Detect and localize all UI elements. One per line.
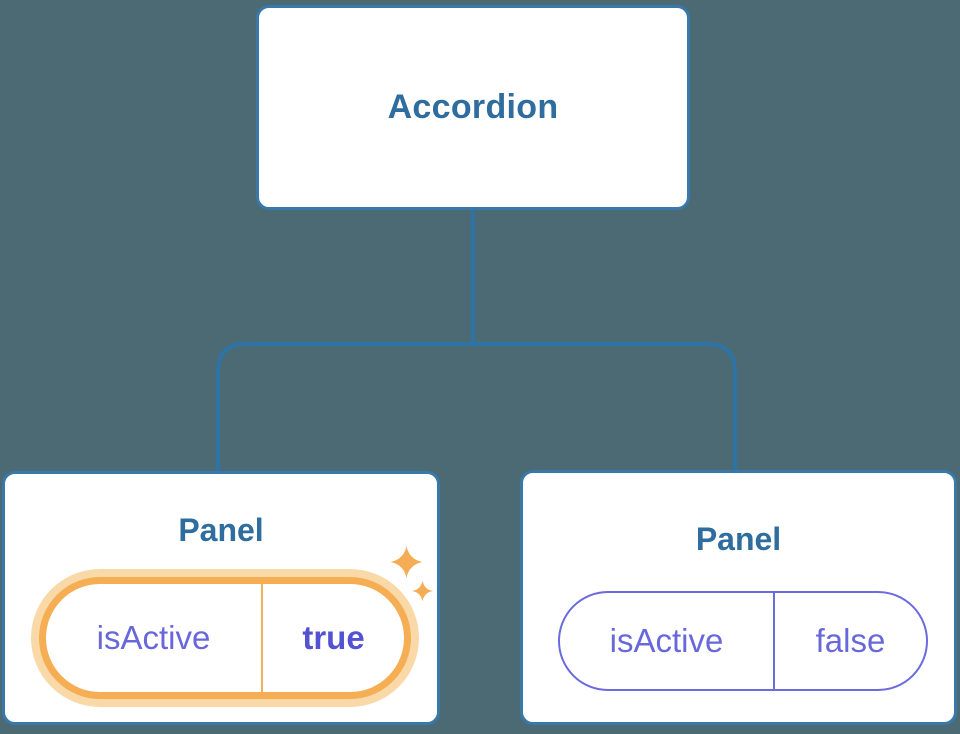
node-accordion-label: Accordion	[387, 88, 559, 126]
state-pill-inactive: isActive false	[558, 591, 928, 691]
prop-name-label: isActive	[609, 622, 724, 659]
pill-divider	[773, 593, 775, 689]
sparkle-icon	[412, 580, 433, 602]
panel-title: Panel	[695, 521, 782, 557]
prop-value-label: true	[302, 619, 365, 656]
pill-divider	[261, 584, 263, 692]
prop-value-label: false	[815, 622, 886, 659]
node-panel-inactive: Panel isActive false	[520, 470, 957, 725]
panel-title: Panel	[178, 512, 264, 548]
state-pill-active: isActive true	[39, 577, 411, 699]
sparkle-icon	[390, 545, 423, 579]
connector-branch	[216, 342, 737, 473]
node-accordion: Accordion	[256, 5, 690, 210]
node-panel-active: Panel isActive true	[2, 471, 440, 725]
prop-name-label: isActive	[96, 619, 211, 656]
